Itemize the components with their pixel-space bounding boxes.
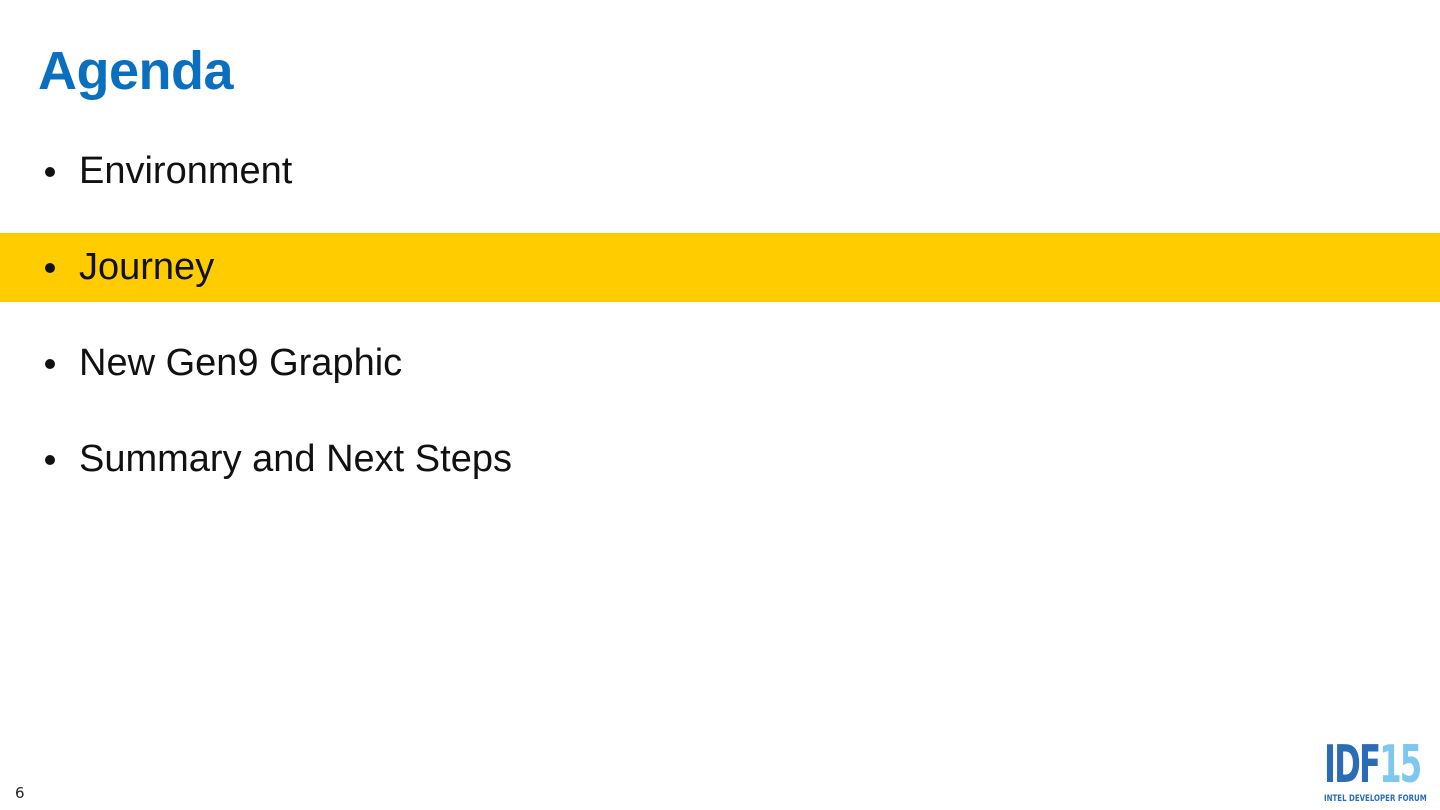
logo-subtitle: INTEL DEVELOPER FORUM — [1324, 794, 1427, 804]
logo-year-text: 15 — [1379, 735, 1422, 795]
agenda-item-label: Environment — [79, 150, 293, 192]
agenda-item-journey: Journey — [0, 233, 1440, 302]
bullet-icon — [45, 262, 55, 273]
slide-title: Agenda — [38, 41, 234, 101]
bullet-icon — [45, 358, 55, 369]
agenda-item-environment: Environment — [0, 137, 1440, 206]
agenda-item-gen9-graphic: New Gen9 Graphic — [0, 329, 1440, 398]
agenda-item-label: Summary and Next Steps — [79, 438, 512, 480]
page-number: 6 — [15, 784, 25, 802]
agenda-item-label: New Gen9 Graphic — [79, 342, 403, 384]
agenda-item-label: Journey — [79, 246, 215, 288]
agenda-item-summary: Summary and Next Steps — [0, 425, 1440, 494]
bullet-icon — [45, 166, 55, 177]
bullet-icon — [45, 454, 55, 465]
logo-idf-text: IDF — [1324, 735, 1381, 795]
